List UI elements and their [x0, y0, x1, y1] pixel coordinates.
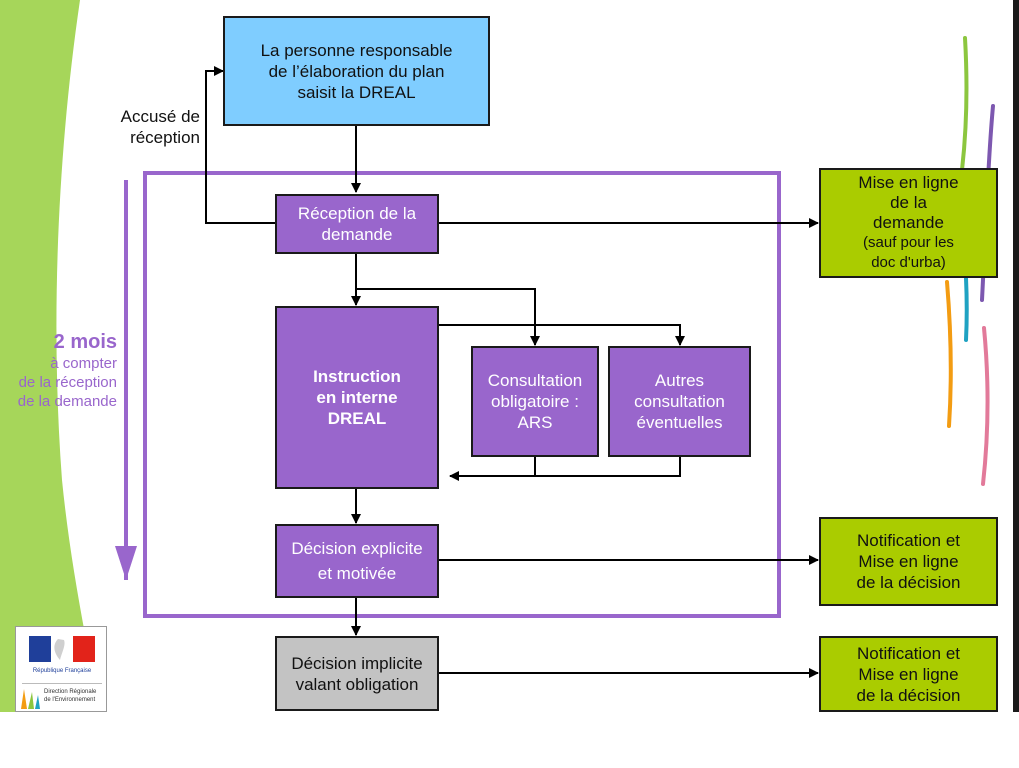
node-saisine-line-2: de l’élaboration du plan	[268, 61, 445, 81]
logo-direction-line-2: de l'Environnement	[44, 697, 96, 703]
node-saisine: La personne responsable de l’élaboration…	[223, 16, 490, 126]
logo-republique: République Française Direction Régionale…	[15, 626, 107, 712]
arrow-to-consultation-ars	[356, 288, 540, 346]
node-reception-line-2: demande	[321, 225, 393, 244]
node-decision-explicite-line-1: Décision explicite	[291, 539, 423, 558]
node-consultation-ars-line-2: obligatoire :	[491, 392, 579, 411]
label-delai: 2 mois à compter de la réception de la d…	[0, 330, 117, 411]
two-month-period-frame	[143, 171, 781, 618]
logo-direction-line-1: Direction Régionale	[44, 689, 97, 695]
node-instruction-line-1: Instruction	[313, 367, 401, 386]
node-mise-en-ligne-line-2: de la	[890, 193, 927, 212]
node-notification-implicite: Notification et Mise en ligne de la déci…	[819, 636, 998, 712]
node-decision-implicite-line-2: valant obligation	[295, 674, 419, 694]
node-decision-explicite-line-2: et motivée	[317, 564, 397, 583]
node-notification-explicite-line-2: Mise en ligne	[858, 552, 959, 571]
node-decision-implicite-line-1: Décision implicite	[291, 653, 423, 673]
node-autres-consultations-line-1: Autres	[654, 371, 705, 390]
deco-line-green	[960, 36, 969, 172]
node-notification-implicite-line-1: Notification et	[857, 643, 960, 663]
right-frame-edge	[1013, 0, 1019, 712]
node-mise-en-ligne-line-3: demande	[873, 213, 944, 232]
diagram-connectors	[115, 66, 819, 678]
deco-line-orange	[945, 280, 953, 428]
node-reception-line-1: Réception de la	[297, 204, 417, 223]
node-saisine-line-1: La personne responsable	[260, 40, 453, 60]
node-instruction: Instruction en interne DREAL	[275, 306, 439, 489]
arrow-accuse-reception	[205, 66, 276, 224]
node-notification-implicite-line-3: de la décision	[856, 685, 961, 705]
arrow-consultations-return	[534, 457, 681, 477]
node-mise-en-ligne-line-5: doc d'urba)	[871, 254, 946, 271]
marianne-flag-icon	[21, 636, 102, 709]
label-accuse-line-1: Accusé de	[120, 107, 200, 126]
node-mise-en-ligne-line-1: Mise en ligne	[858, 173, 959, 192]
label-accuse-reception: Accusé de réception	[96, 106, 200, 148]
node-notification-implicite-line-2: Mise en ligne	[858, 664, 959, 684]
node-consultation-ars: Consultation obligatoire : ARS	[471, 346, 599, 457]
node-autres-consultations: Autres consultation éventuelles	[608, 346, 751, 457]
node-notification-explicite-line-1: Notification et	[857, 531, 960, 550]
arrow-to-autres-consultations	[438, 324, 685, 346]
node-consultation-ars-line-3: ARS	[517, 413, 553, 432]
node-autres-consultations-line-3: éventuelles	[636, 413, 723, 432]
label-delai-duree: 2 mois	[53, 331, 117, 353]
node-notification-explicite-line-3: de la décision	[856, 573, 961, 592]
node-instruction-line-2: en interne	[316, 388, 398, 407]
node-reception: Réception de la demande	[275, 194, 439, 254]
node-decision-implicite: Décision implicite valant obligation	[275, 636, 439, 711]
node-mise-en-ligne-line-4: (sauf pour les	[863, 234, 954, 251]
slide: La personne responsable de l’élaboration…	[0, 0, 1019, 712]
label-delai-line-1: à compter	[50, 355, 117, 372]
node-consultation-ars-line-1: Consultation	[487, 371, 583, 390]
deco-line-pink	[981, 326, 990, 486]
node-mise-en-ligne-demande: Mise en ligne de la demande (sauf pour l…	[819, 168, 998, 278]
node-instruction-line-3: DREAL	[327, 409, 387, 428]
deco-line-teal	[964, 276, 969, 342]
label-accuse-line-2: réception	[130, 128, 200, 147]
node-notification-explicite: Notification et Mise en ligne de la déci…	[819, 517, 998, 606]
label-delai-line-3: de la demande	[17, 393, 117, 410]
label-delai-line-2: de la réception	[18, 374, 117, 391]
logo-republique-text: République Française	[32, 668, 92, 674]
node-saisine-line-3: saisit la DREAL	[297, 82, 416, 102]
node-autres-consultations-line-2: consultation	[634, 392, 725, 411]
left-green-band	[0, 0, 100, 712]
node-decision-explicite: Décision explicite et motivée	[275, 524, 439, 598]
